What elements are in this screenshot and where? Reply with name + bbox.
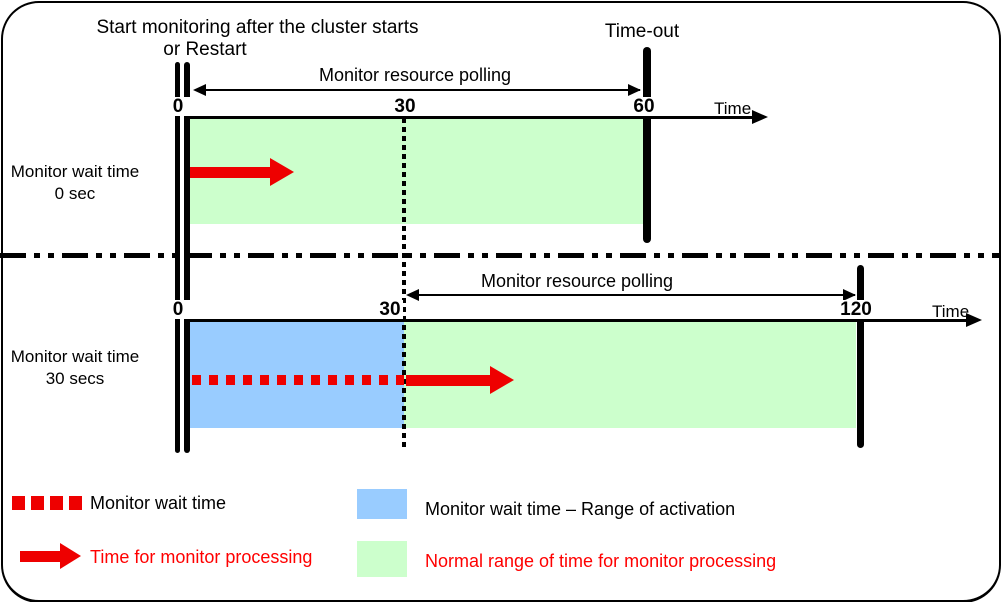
timeout-bar-120 (857, 265, 864, 448)
polling-left-arrowhead-icon-1 (193, 84, 206, 96)
polling-right-arrowhead-icon-2 (843, 289, 856, 301)
polling-arrow-line-2 (410, 294, 855, 296)
dotted-30-line (402, 118, 406, 450)
wait-time-row-label-2-line2: 30 secs (45, 369, 105, 388)
tick-0-timeline2: 0 (166, 300, 190, 319)
start-monitoring-label-line1: Start monitoring after the cluster start… (96, 17, 419, 38)
wait-time-row-label-1-line2: 0 sec (54, 184, 96, 203)
wait-time-row-label-2-line1: Monitor wait time (10, 347, 140, 366)
tick-30-timeline2: 30 (377, 300, 403, 319)
polling-label-1: Monitor resource polling (318, 65, 512, 85)
processing-arrow-body-1 (190, 167, 270, 178)
time-axis-label-2: Time (932, 302, 970, 321)
legend-activation-swatch-icon (357, 489, 407, 519)
legend-wait-dotted-icon (12, 496, 83, 510)
polling-arrow-line-1 (196, 89, 640, 91)
legend-processing-label: Time for monitor processing (90, 547, 313, 567)
tick-120-timeline2: 120 (838, 300, 874, 319)
tick-0-timeline1: 0 (166, 97, 190, 116)
polling-right-arrowhead-icon-1 (628, 84, 641, 96)
time-axis-arrowhead-icon-1 (752, 110, 768, 124)
time-axis-arrowhead-icon-2 (966, 313, 982, 327)
wait-time-row-label-1-line1: Monitor wait time (10, 162, 140, 181)
legend-activation-label: Monitor wait time – Range of activation (425, 499, 736, 519)
polling-label-2: Monitor resource polling (480, 271, 674, 291)
processing-arrowhead-icon-2 (490, 366, 514, 394)
legend-processing-arrow-body-icon (20, 551, 60, 562)
polling-left-arrowhead-icon-2 (406, 289, 419, 301)
time-axis-1 (186, 116, 756, 119)
time-axis-label-1: Time (714, 99, 752, 118)
legend-processing-arrowhead-icon (60, 543, 81, 569)
tick-60-timeline1: 60 (630, 97, 658, 116)
timeout-label: Time-out (604, 21, 680, 42)
time-axis-2 (186, 319, 970, 322)
legend-normal-label: Normal range of time for monitor process… (425, 551, 777, 571)
section-divider (0, 253, 1001, 258)
legend-wait-time-label: Monitor wait time (90, 493, 227, 513)
processing-arrowhead-icon-1 (270, 158, 294, 186)
start-monitoring-label-line2: or Restart (163, 39, 247, 60)
tick-30-timeline1: 30 (392, 97, 418, 116)
legend-normal-swatch-icon (357, 541, 407, 577)
wait-dotted-line-2 (192, 375, 404, 385)
timeout-bar-60 (643, 47, 651, 243)
processing-arrow-body-2 (406, 375, 490, 386)
